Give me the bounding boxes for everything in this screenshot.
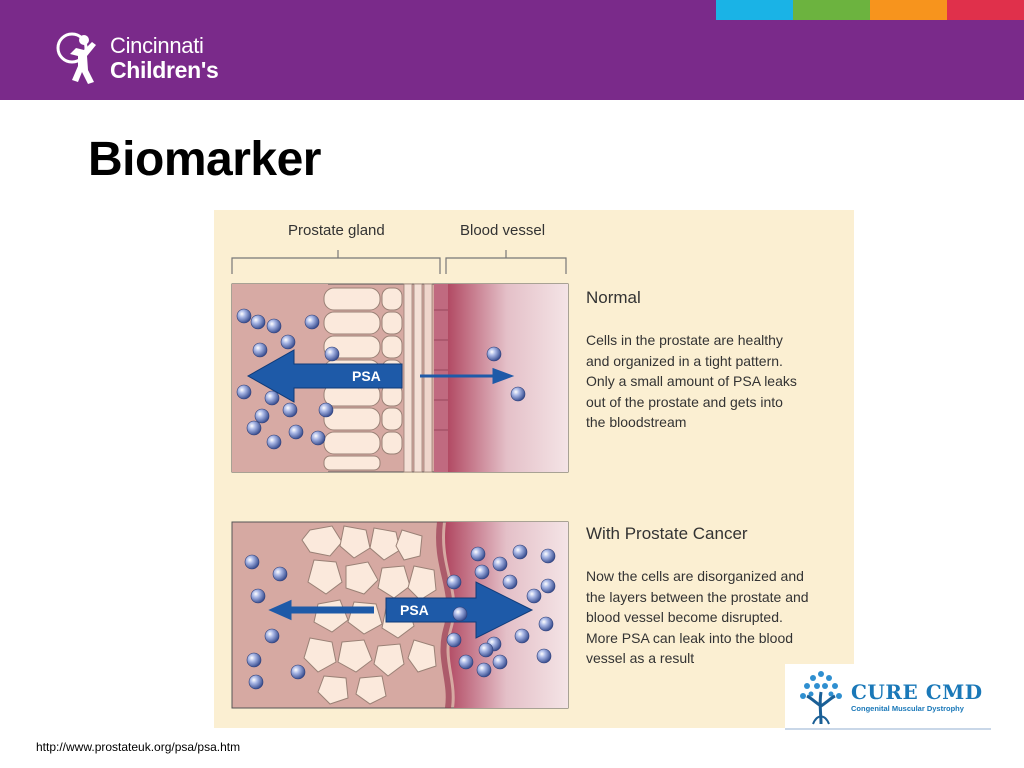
cancer-description: Now the cells are disorganized and the l… <box>586 566 848 669</box>
normal-title: Normal <box>586 288 641 307</box>
strip-orange <box>870 0 947 20</box>
brand-line-2: Children's <box>110 57 219 83</box>
psa-arrow-label-cancer: PSA <box>400 602 429 618</box>
normal-description: Cells in the prostate are healthy and or… <box>586 330 848 433</box>
color-strip <box>716 0 1024 20</box>
cure-cmd-tagline: Congenital Muscular Dystrophy <box>851 704 964 713</box>
normal-line: the bloodstream <box>586 414 687 430</box>
cancer-line: blood vessel become disrupted. <box>586 609 783 625</box>
header-bar: Cincinnati Children's <box>0 0 1024 100</box>
strip-green <box>793 0 870 20</box>
cancer-line: More PSA can leak into the blood <box>586 629 794 646</box>
slide-title: Biomarker <box>88 133 321 186</box>
normal-panel <box>231 283 569 473</box>
cure-cmd-name: CURE CMD <box>851 680 983 704</box>
child-figure-icon <box>56 32 96 84</box>
brand-text: Cincinnati Children's <box>110 33 219 83</box>
psa-diagram: PSA PSA Prostate gland Blood vessel Norm… <box>214 210 854 728</box>
normal-line: Only a small amount of PSA leaks <box>586 373 797 389</box>
cancer-line: vessel as a result <box>586 650 695 666</box>
cancer-title: With Prostate Cancer <box>586 524 748 543</box>
cure-cmd-logo: CURE CMD Congenital Muscular Dystrophy <box>785 664 991 730</box>
tree-icon <box>800 671 842 725</box>
label-prostate-gland: Prostate gland <box>288 222 385 239</box>
source-url[interactable]: http://www.prostateuk.org/psa/psa.htm <box>36 740 241 754</box>
cancer-panel <box>231 521 569 709</box>
cancer-line: the layers between the prostate and <box>586 588 809 605</box>
psa-arrow-label-normal: PSA <box>352 368 381 384</box>
normal-line: Cells in the prostate are healthy <box>586 332 783 348</box>
strip-cyan <box>716 0 793 20</box>
normal-line: and organized in a tight pattern. <box>586 352 783 369</box>
cancer-line: Now the cells are disorganized and <box>586 568 804 584</box>
label-blood-vessel: Blood vessel <box>460 222 546 239</box>
brand-line-1: Cincinnati <box>110 33 204 58</box>
strip-red <box>947 0 1024 20</box>
cincinnati-childrens-logo: Cincinnati Children's <box>56 32 256 88</box>
normal-line: out of the prostate and gets into <box>586 393 783 410</box>
psa-diagram-art <box>231 250 569 709</box>
